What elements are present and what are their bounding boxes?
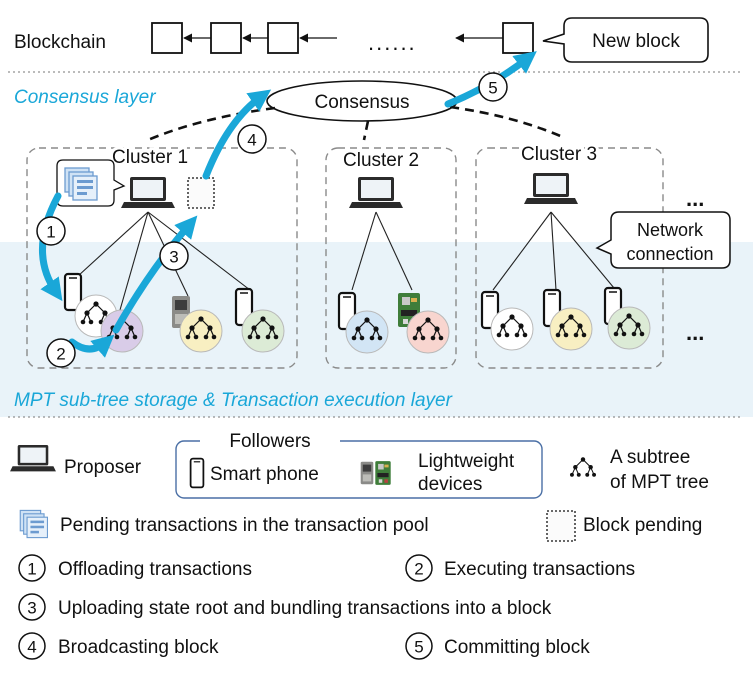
- svg-text:1: 1: [46, 223, 55, 242]
- svg-text:3: 3: [169, 248, 178, 267]
- legend-step-2-text: Executing transactions: [444, 559, 635, 580]
- legend-proposer-label: Proposer: [64, 457, 142, 478]
- svg-text:2: 2: [414, 560, 423, 579]
- svg-text:1: 1: [27, 560, 36, 579]
- consensus-link-cluster-2: [362, 120, 370, 141]
- svg-text:2: 2: [56, 345, 65, 364]
- chain-block-new: [502, 22, 534, 54]
- cluster-box-2: [325, 147, 457, 369]
- svg-text:5: 5: [414, 638, 423, 657]
- chain-ellipsis: ......: [368, 30, 417, 55]
- legend-smart-phone-icon: [189, 457, 205, 489]
- legend-step-1: 1 Offloading transactions: [18, 554, 252, 582]
- consensus-layer-label: Consensus layer: [14, 87, 156, 108]
- step-marker-2: 2: [46, 338, 76, 368]
- legend-lightweight-line-2: devices: [418, 474, 482, 495]
- step-marker-3: 3: [159, 241, 189, 271]
- cluster-1-label: Cluster 1: [112, 147, 188, 168]
- step-marker-4: 4: [237, 124, 267, 154]
- proposer-laptop-icon: [121, 177, 175, 208]
- legend-followers-title: Followers: [229, 431, 310, 452]
- legend-step-5-text: Committing block: [444, 637, 590, 658]
- mpt-subtree-node: [345, 310, 389, 354]
- chain-block-1: [151, 22, 183, 54]
- legend-block-pending-icon: [546, 510, 576, 542]
- block-pending-icon: [187, 177, 215, 209]
- svg-text:4: 4: [27, 638, 36, 657]
- legend-subtree-icon: [569, 456, 597, 478]
- cluster-box-1: [26, 147, 298, 369]
- legend-lightweight-icon: [375, 461, 391, 485]
- pending-tx-callout: [56, 159, 126, 207]
- cluster-3-label: Cluster 3: [521, 144, 597, 165]
- flow-arrow-uploading: [112, 215, 198, 334]
- network-callout-line-1: Network: [637, 220, 704, 240]
- legend-step-4: 4 Broadcasting block: [18, 632, 219, 660]
- mpt-subtree-node: [241, 309, 285, 353]
- legend-proposer-icon: [10, 445, 56, 472]
- legend-step-1-text: Offloading transactions: [58, 559, 252, 580]
- legend-lightweight-icon: [360, 461, 374, 485]
- legend-step-2: 2 Executing transactions: [405, 554, 635, 582]
- svg-text:3: 3: [27, 599, 36, 618]
- mpt-subtree-node: [179, 309, 223, 353]
- chain-block-3: [267, 22, 299, 54]
- pending-transactions-icon: [64, 167, 98, 201]
- consensus-link-cluster-3: [449, 105, 566, 140]
- mpt-subtree-node: [490, 307, 534, 351]
- legend-pending-tx-label: Pending transactions in the transaction …: [60, 515, 429, 536]
- legend-lightweight-line-1: Lightweight: [418, 451, 515, 472]
- legend-followers-box: [175, 440, 543, 499]
- flow-arrow-executing: [68, 334, 115, 358]
- step-marker-1: 1: [36, 216, 66, 246]
- legend-step-4-text: Broadcasting block: [58, 637, 219, 658]
- new-block-callout: New block: [542, 17, 709, 63]
- step-marker-5: 5: [478, 72, 508, 102]
- svg-text:5: 5: [488, 79, 497, 98]
- consensus-label: Consensus: [314, 92, 409, 113]
- mpt-subtree-node: [406, 310, 450, 354]
- proposer-laptop-icon: [524, 173, 578, 204]
- mpt-subtree-node: [549, 307, 593, 351]
- chain-block-2: [210, 22, 242, 54]
- network-connection-callout: Network connection: [595, 211, 731, 269]
- legend-subtree-line-1: A subtree: [610, 447, 690, 468]
- more-clusters-marker: ...: [686, 186, 704, 211]
- consensus-node: Consensus: [266, 80, 458, 122]
- network-callout-line-2: connection: [626, 244, 713, 264]
- cluster-2-label: Cluster 2: [343, 150, 419, 171]
- flow-arrow-offloading: [39, 192, 63, 302]
- legend-pending-tx-icon: [19, 509, 49, 539]
- legend-block-pending-label: Block pending: [583, 515, 702, 536]
- proposer-laptop-icon: [349, 177, 403, 208]
- flow-arrow-broadcasting: [202, 89, 272, 180]
- legend-step-5: 5 Committing block: [405, 632, 590, 660]
- legend-step-3: 3 Uploading state root and bundling tran…: [18, 593, 552, 621]
- mpt-subtree-node: [607, 306, 651, 350]
- legend-subtree-line-2: of MPT tree: [610, 472, 709, 493]
- execution-layer-label: MPT sub-tree storage & Transaction execu…: [14, 390, 453, 411]
- new-block-label: New block: [592, 31, 680, 52]
- more-nodes-marker: ...: [686, 320, 704, 345]
- blockchain-label: Blockchain: [14, 32, 106, 53]
- svg-text:4: 4: [247, 131, 256, 150]
- legend-smart-phone-label: Smart phone: [210, 464, 319, 485]
- legend-step-3-text: Uploading state root and bundling transa…: [58, 598, 552, 619]
